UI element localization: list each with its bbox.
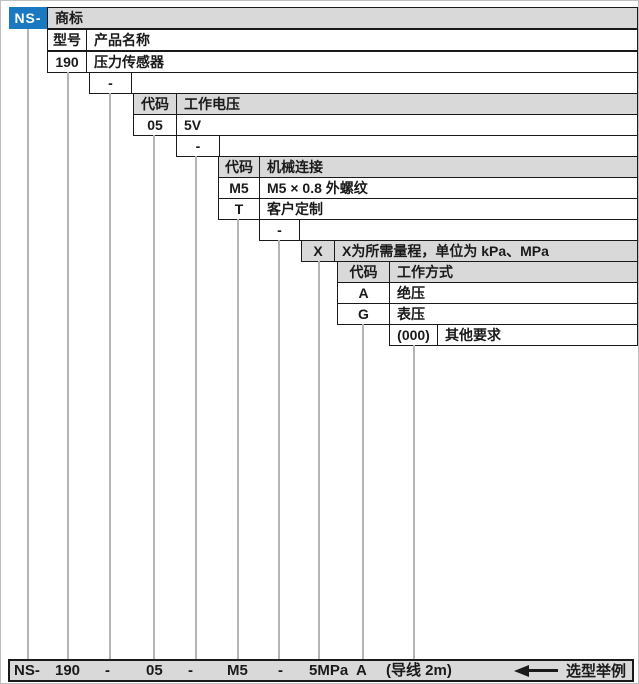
example-caption-label: 选型举例	[565, 663, 626, 680]
voltage-header-row: 代码 工作电压	[133, 93, 638, 115]
range-row: X X为所需量程，单位为 kPa、MPa	[301, 240, 638, 262]
mechanical-code-cell-m5: M5	[219, 178, 260, 198]
separator-row-2: -	[176, 135, 638, 157]
mechanical-desc-cell-t: 客户定制	[267, 201, 323, 217]
connector-line-mechanical	[237, 219, 239, 660]
model-col-header: 型号	[48, 30, 87, 50]
mode-desc-cell-g: 表压	[397, 306, 425, 322]
separator-row-1: -	[89, 72, 638, 94]
separator-dash-3: -	[260, 220, 300, 240]
mechanical-option-row-m5: M5 M5 × 0.8 外螺纹	[218, 177, 638, 199]
separator-spacer-3	[300, 220, 637, 240]
connector-line-range	[318, 261, 320, 660]
connector-line-sep1	[109, 93, 111, 660]
mechanical-option-row-t: T 客户定制	[218, 198, 638, 220]
example-part-dash3: -	[278, 662, 283, 679]
connector-line-model	[67, 72, 69, 660]
voltage-code-col-header: 代码	[134, 94, 177, 114]
example-part-dash1: -	[105, 662, 110, 679]
range-desc-cell: X为所需量程，单位为 kPa、MPa	[342, 243, 549, 259]
model-header-row: 型号 产品名称	[47, 29, 638, 51]
voltage-col-header: 工作电压	[184, 96, 240, 112]
model-code-row: 190 压力传感器	[47, 51, 638, 73]
connector-line-mode	[362, 324, 364, 660]
mechanical-desc-cell-m5: M5 × 0.8 外螺纹	[267, 180, 368, 196]
range-code-cell: X	[302, 241, 335, 261]
trademark-header-row: 商标	[47, 7, 638, 29]
example-part-model: 190	[55, 662, 81, 679]
mechanical-code-cell-t: T	[219, 199, 260, 219]
example-caption-group: 选型举例	[513, 661, 626, 680]
mechanical-code-col-header: 代码	[219, 157, 260, 177]
example-part-range: 5MPa	[309, 662, 349, 679]
separator-row-3: -	[259, 219, 638, 241]
example-part-prefix: NS-	[14, 662, 40, 679]
connector-line-other	[413, 345, 415, 660]
other-desc-cell: 其他要求	[445, 327, 501, 343]
mode-option-row-a: A 绝压	[337, 282, 638, 304]
example-part-voltage: 05	[146, 662, 163, 679]
connector-line-sep2	[195, 156, 197, 660]
mode-header-row: 代码 工作方式	[337, 261, 638, 283]
example-part-dash2: -	[188, 662, 193, 679]
model-code-cell: 190	[48, 52, 87, 72]
example-code-bar: NS- 190 - 05 - M5 - 5MPa A (导线 2m) 选型举例	[8, 659, 634, 682]
connector-line-prefix	[27, 29, 29, 660]
product-name-cell: 压力传感器	[94, 54, 164, 70]
connector-line-voltage	[153, 135, 155, 660]
other-code-cell: (000)	[390, 325, 438, 345]
separator-spacer-2	[220, 136, 637, 156]
product-name-col-header: 产品名称	[94, 32, 150, 48]
separator-spacer-1	[132, 73, 637, 93]
mode-desc-cell-a: 绝压	[397, 285, 425, 301]
example-part-lead: (导线 2m)	[386, 662, 452, 679]
mode-col-header: 工作方式	[397, 264, 453, 280]
mode-code-cell-a: A	[338, 283, 390, 303]
model-prefix-box: NS-	[9, 7, 47, 29]
left-arrow-icon	[513, 664, 558, 677]
example-part-mech: M5	[227, 662, 248, 679]
mode-code-col-header: 代码	[338, 262, 390, 282]
other-requirements-row: (000) 其他要求	[389, 324, 638, 346]
mode-code-cell-g: G	[338, 304, 390, 324]
voltage-code-cell: 05	[134, 115, 177, 135]
voltage-value-cell: 5V	[184, 117, 202, 133]
mechanical-col-header: 机械连接	[267, 159, 323, 175]
example-part-mode: A	[356, 662, 367, 679]
voltage-code-row: 05 5V	[133, 114, 638, 136]
separator-dash-1: -	[90, 73, 132, 93]
mode-option-row-g: G 表压	[337, 303, 638, 325]
mechanical-header-row: 代码 机械连接	[218, 156, 638, 178]
connector-line-sep3	[278, 240, 280, 660]
separator-dash-2: -	[177, 136, 220, 156]
trademark-header-label: 商标	[55, 10, 83, 26]
